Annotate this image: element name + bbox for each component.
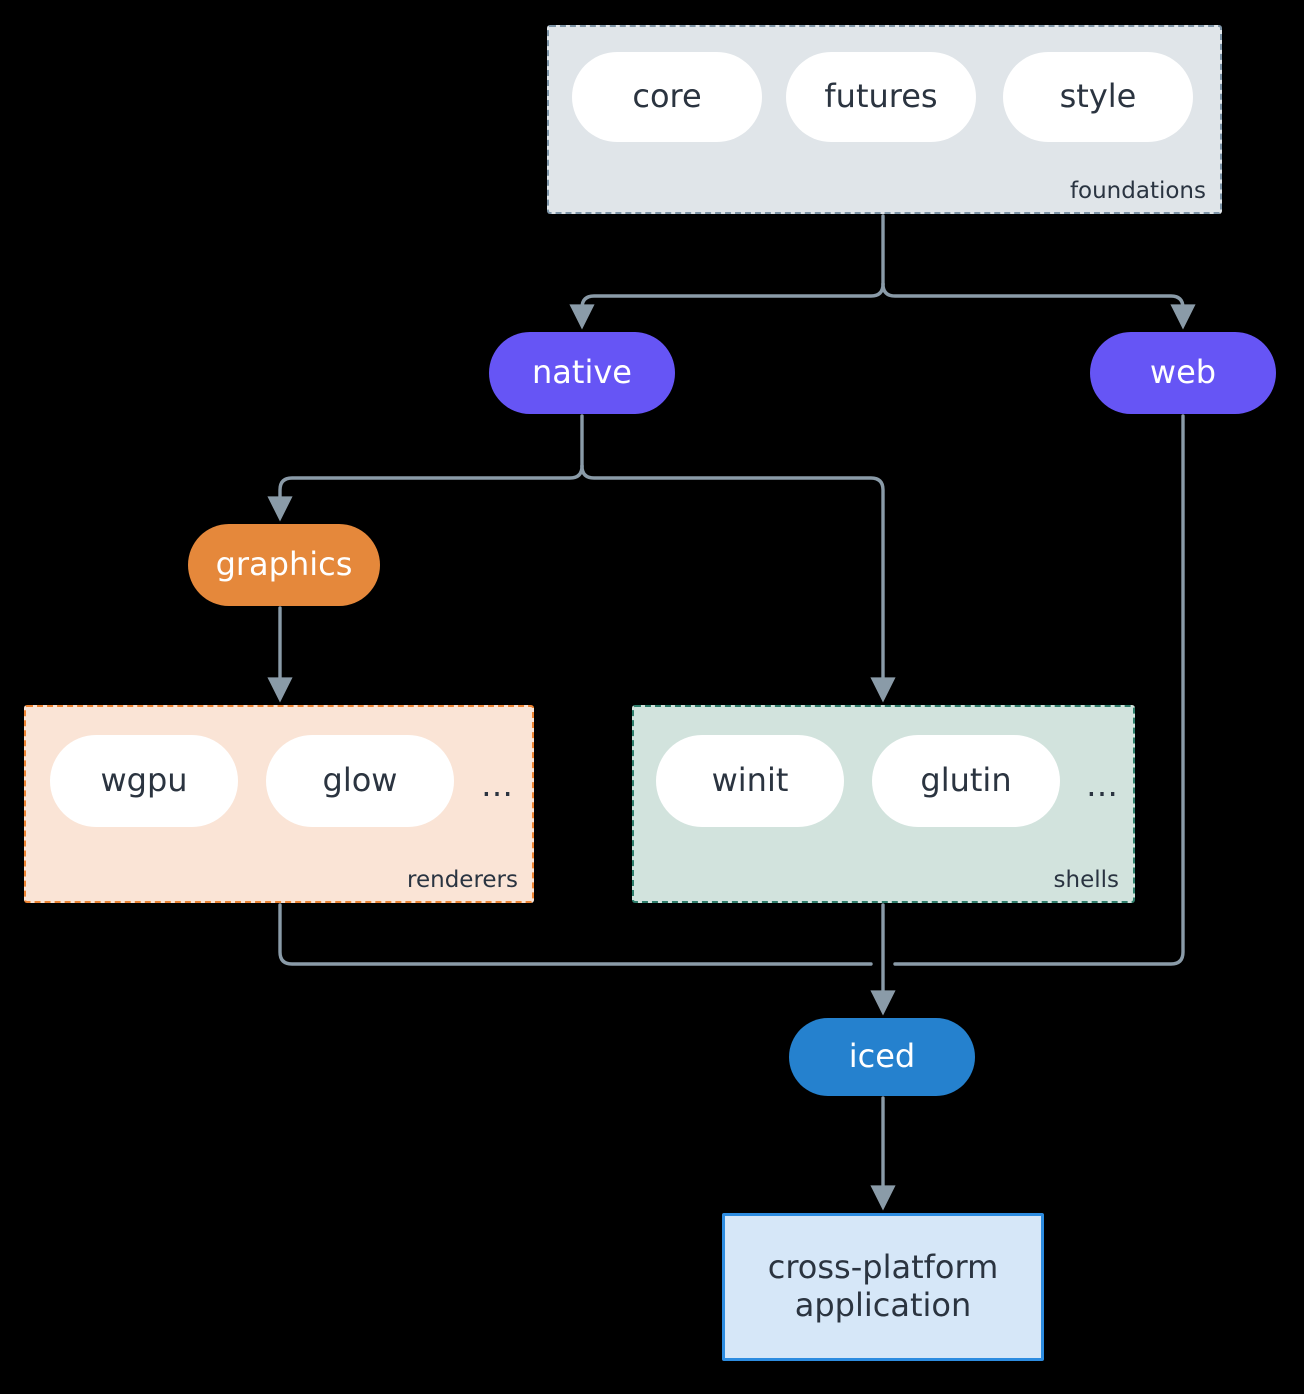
node-glow[interactable]: glow — [266, 735, 454, 827]
node-wgpu[interactable]: wgpu — [50, 735, 238, 827]
node-cross-platform-application[interactable]: cross-platform application — [722, 1213, 1044, 1361]
node-native[interactable]: native — [489, 332, 675, 414]
edge-native-to-graphics — [267, 464, 584, 522]
application-label-line-1: cross-platform — [767, 1248, 999, 1287]
cluster-renderers-label: renderers — [407, 867, 518, 893]
node-style[interactable]: style — [1003, 52, 1193, 142]
node-iced[interactable]: iced — [789, 1018, 975, 1096]
node-graphics[interactable]: graphics — [188, 524, 380, 606]
node-web[interactable]: web — [1090, 332, 1276, 414]
edge-renderers-to-iced — [278, 903, 873, 966]
cluster-shells-label: shells — [1053, 867, 1119, 893]
edge-foundations-to-web — [881, 282, 1196, 330]
node-glutin[interactable]: glutin — [872, 735, 1060, 827]
cluster-foundations-label: foundations — [1069, 178, 1206, 204]
node-core[interactable]: core — [572, 52, 762, 142]
edge-native-to-shells — [580, 464, 896, 703]
node-futures[interactable]: futures — [786, 52, 976, 142]
node-winit[interactable]: winit — [656, 735, 844, 827]
edge-foundations-to-native — [569, 282, 885, 330]
renderers-more-ellipsis: … — [481, 766, 514, 804]
shells-more-ellipsis: … — [1086, 766, 1119, 804]
application-label-line-2: application — [794, 1286, 972, 1324]
